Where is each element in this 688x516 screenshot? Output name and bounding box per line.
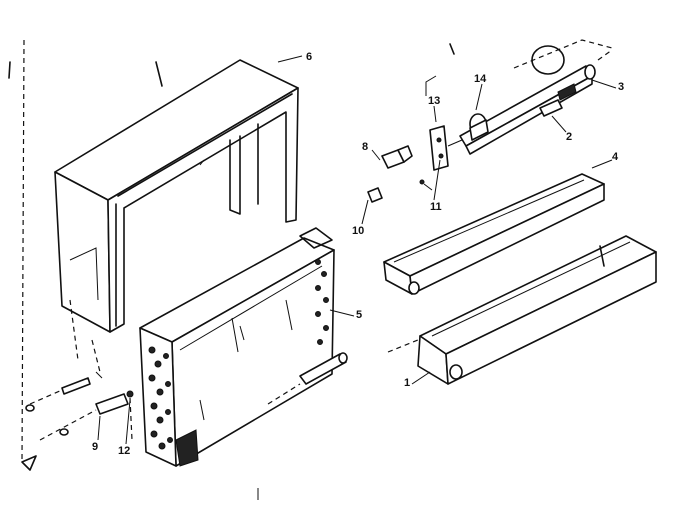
coil-fins-left (148, 346, 199, 467)
part-3-drain-tube-assembly (449, 39, 613, 155)
part-10-plug (367, 187, 383, 203)
callout-12: 12 (118, 445, 131, 457)
callout-3: 3 (618, 81, 625, 93)
leader-lines (97, 55, 617, 445)
part-11-screw (419, 179, 433, 191)
callout-11: 11 (430, 201, 442, 213)
coil-fins-right (315, 259, 329, 345)
part-9-fastener (95, 393, 129, 415)
callout-6: 6 (306, 51, 313, 63)
fasteners-left (21, 299, 259, 500)
part-14-clip (469, 113, 489, 141)
part-8-fitting (381, 145, 413, 169)
callout-4: 4 (612, 151, 619, 163)
callout-14: 14 (474, 73, 487, 85)
part-13-bracket (425, 75, 463, 171)
part-5-coil-assembly (139, 227, 348, 467)
part-12-washer (126, 390, 134, 398)
edge-mark (8, 61, 11, 79)
part-2-plug (539, 99, 563, 117)
callout-8: 8 (362, 141, 369, 153)
callout-5: 5 (356, 309, 363, 321)
callout-13: 13 (428, 95, 441, 107)
part-4-drain-pan (383, 173, 605, 295)
callout-9: 9 (92, 441, 99, 453)
part-1-drain-pan (387, 235, 657, 385)
reference-line-left (21, 39, 25, 461)
callout-10: 10 (352, 225, 365, 237)
callout-1: 1 (404, 377, 411, 389)
callout-2: 2 (566, 131, 573, 143)
part-6-cabinet-shell (54, 59, 299, 333)
